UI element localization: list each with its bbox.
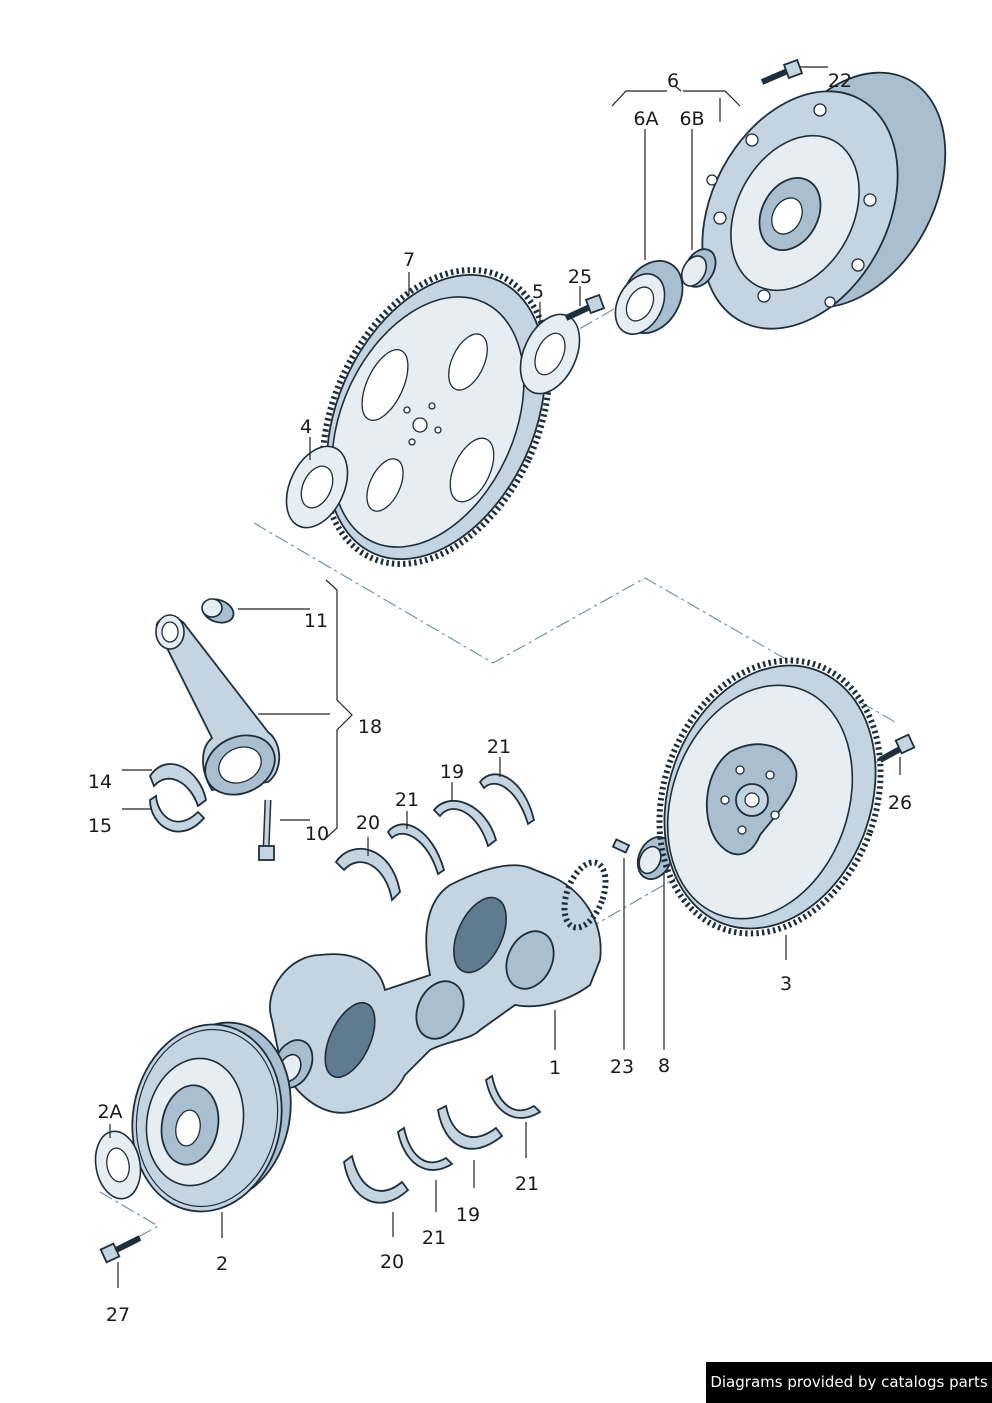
label-19-a: 19 [440, 761, 464, 783]
label-20-a: 20 [356, 812, 380, 834]
label-11: 11 [304, 610, 328, 632]
label-2: 2 [216, 1253, 228, 1275]
bolt-26[interactable] [878, 733, 916, 763]
label-6A: 6A [633, 108, 658, 130]
bolt-27[interactable] [99, 1235, 142, 1264]
label-27: 27 [106, 1304, 130, 1326]
label-6: 6 [667, 70, 679, 92]
driveplate[interactable] [278, 233, 594, 600]
bolt-25[interactable] [564, 293, 606, 321]
label-8: 8 [658, 1055, 670, 1077]
vibration-damper[interactable] [118, 1012, 305, 1224]
label-15: 15 [88, 815, 112, 837]
rod-bearing-lower[interactable] [149, 794, 206, 833]
label-18: 18 [358, 716, 382, 738]
main-bearing-shells-upper[interactable] [334, 773, 536, 902]
bolt-22[interactable] [760, 58, 804, 85]
label-20-b: 20 [380, 1251, 404, 1273]
label-23: 23 [610, 1056, 634, 1078]
rod-bearing-upper[interactable] [148, 763, 207, 808]
label-19-b: 19 [456, 1204, 480, 1226]
pilot-bearing[interactable] [606, 250, 695, 343]
small-end-bushing[interactable] [199, 595, 237, 627]
label-21-c: 21 [515, 1173, 539, 1195]
leader-lines [109, 66, 901, 1288]
label-10: 10 [305, 823, 329, 845]
woodruff-key[interactable] [611, 838, 631, 854]
label-1: 1 [549, 1057, 561, 1079]
bearing-sleeve[interactable] [677, 244, 722, 292]
shim-2A[interactable] [90, 1128, 145, 1203]
label-26: 26 [888, 792, 912, 814]
shim-5[interactable] [509, 305, 592, 403]
connecting-rod[interactable] [155, 614, 284, 806]
credit-banner: Diagrams provided by catalogs parts [706, 1362, 992, 1403]
label-5: 5 [532, 281, 544, 303]
crankshaft[interactable] [266, 857, 613, 1114]
label-22: 22 [828, 70, 852, 92]
label-7: 7 [403, 249, 415, 271]
rod-bolt[interactable] [258, 799, 275, 861]
crank-bushing[interactable] [631, 831, 679, 884]
label-2A: 2A [97, 1101, 122, 1123]
label-25: 25 [568, 266, 592, 288]
shim-4[interactable] [274, 437, 359, 538]
callout-labels: 6 22 6A 6B 7 25 5 4 11 18 21 19 14 21 26… [88, 70, 912, 1326]
label-4: 4 [300, 416, 312, 438]
flywheel[interactable] [623, 629, 918, 965]
main-bearing-shells-lower[interactable] [343, 1074, 542, 1204]
label-14: 14 [88, 771, 112, 793]
label-6B: 6B [679, 108, 704, 130]
dual-mass-flywheel[interactable] [663, 40, 984, 363]
label-21-b: 21 [395, 789, 419, 811]
label-21-d: 21 [422, 1227, 446, 1249]
label-21-a: 21 [487, 736, 511, 758]
label-3: 3 [780, 973, 792, 995]
